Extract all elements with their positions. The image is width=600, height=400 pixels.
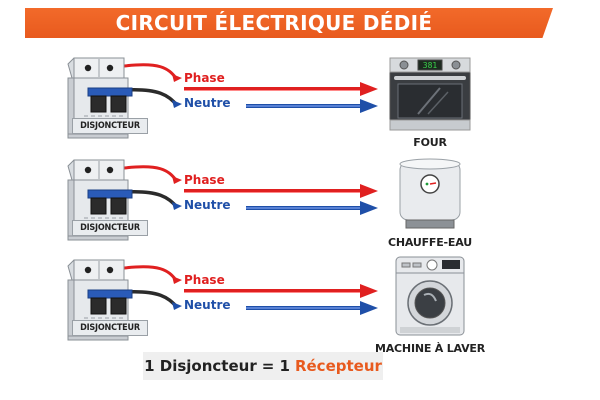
neutre-arrow-icon [360,99,378,113]
neutre-label: Neutre [184,96,231,110]
neutre-arrow-icon [360,201,378,215]
oven-icon: 381 [389,57,471,131]
page-title: CIRCUIT ÉLECTRIQUE DÉDIÉ [115,11,433,35]
neutre-wire-tip-icon [172,202,182,210]
phase-arrow-icon [360,184,378,198]
neutre-label: Neutre [184,198,231,212]
phase-wire-tip-icon [172,74,182,82]
appliance-2 [392,255,468,339]
oven-display: 381 [423,61,438,70]
washing-machine-icon [395,256,465,336]
circuit-row: DISJONCTEUR Phase Neutre CHAUFFE-EAU [0,150,600,250]
appliance-1 [396,156,464,232]
neutre-wire-tip-icon [172,302,182,310]
circuit-row: DISJONCTEUR Phase Neutre MACHINE À LAVER [0,250,600,355]
wiring [123,165,378,215]
phase-label: Phase [184,173,225,187]
appliance-label: FOUR [413,136,447,149]
summary-breaker: 1 Disjoncteur [144,357,257,375]
breaker-label: DISJONCTEUR [72,220,148,236]
phase-arrow-icon [360,82,378,96]
phase-arrow-icon [360,284,378,298]
phase-label: Phase [184,273,225,287]
appliance-label: CHAUFFE-EAU [388,236,472,249]
breaker-label: DISJONCTEUR [72,118,148,134]
neutre-wire-tip-icon [172,100,182,108]
phase-wire-tip-icon [172,276,182,284]
appliance-0: 381 [388,56,472,134]
appliance-label: MACHINE À LAVER [375,342,485,355]
phase-label: Phase [184,71,225,85]
title-banner: CIRCUIT ÉLECTRIQUE DÉDIÉ [25,8,553,38]
circuit-row: DISJONCTEUR Phase Neutre 381 FOUR [0,48,600,149]
wiring [123,265,378,315]
summary-box: 1 Disjoncteur = 1 Récepteur [143,352,383,380]
phase-wire-tip-icon [172,176,182,184]
neutre-label: Neutre [184,298,231,312]
summary-equals: = 1 [261,357,290,375]
water-heater-icon [399,158,461,229]
summary-receiver: Récepteur [294,357,382,375]
neutre-arrow-icon [360,301,378,315]
breaker-label: DISJONCTEUR [72,320,148,336]
breaker-icon [67,159,133,241]
